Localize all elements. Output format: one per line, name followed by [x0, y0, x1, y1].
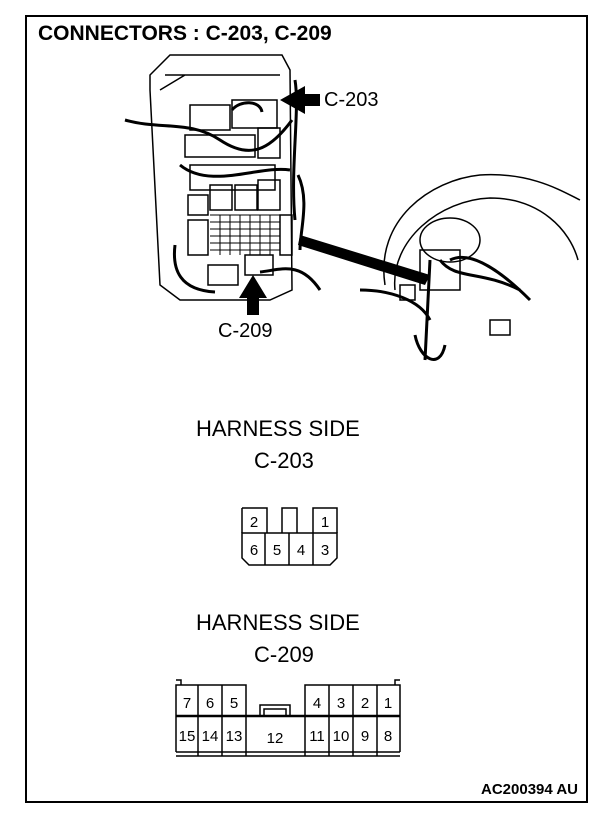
- pin-label: 11: [309, 728, 325, 745]
- pin-label: 4: [313, 695, 321, 712]
- c203-side-label: HARNESS SIDE: [196, 416, 360, 441]
- callout-c209: C-209: [218, 320, 273, 342]
- pin-label: 10: [333, 728, 350, 745]
- pin-label: 15: [179, 728, 196, 745]
- arrow-c209: [239, 275, 267, 315]
- pin-label: 5: [230, 695, 238, 712]
- pin-label: 5: [273, 542, 281, 559]
- pin-label: 4: [297, 542, 305, 559]
- connector-c209-diagram: [175, 679, 401, 757]
- c209-name: C-209: [254, 642, 314, 667]
- figure-code: AC200394 AU: [481, 781, 578, 798]
- pin-label: 6: [250, 542, 258, 559]
- junction-block-drawing: [124, 54, 322, 301]
- diagram-frame: [25, 15, 588, 803]
- page-title: CONNECTORS : C-203, C-209: [38, 22, 332, 45]
- pin-label: 3: [321, 542, 329, 559]
- pin-label: 1: [384, 695, 392, 712]
- pin-label: 6: [206, 695, 214, 712]
- dashboard-drawing: [359, 173, 581, 361]
- pin-label: 2: [250, 514, 258, 531]
- c209-side-label: HARNESS SIDE: [196, 610, 360, 635]
- pin-label: 7: [183, 695, 191, 712]
- pin-label: 12: [267, 730, 284, 747]
- callout-c203: C-203: [324, 89, 379, 111]
- arrow-c203: [280, 86, 320, 114]
- pin-label: 2: [361, 695, 369, 712]
- pin-label: 1: [321, 514, 329, 531]
- c203-name: C-203: [254, 448, 314, 473]
- pin-label: 13: [226, 728, 243, 745]
- pin-label: 9: [361, 728, 369, 745]
- pin-label: 8: [384, 728, 392, 745]
- connector-c203-diagram: [241, 507, 338, 566]
- pin-label: 3: [337, 695, 345, 712]
- pin-label: 14: [202, 728, 219, 745]
